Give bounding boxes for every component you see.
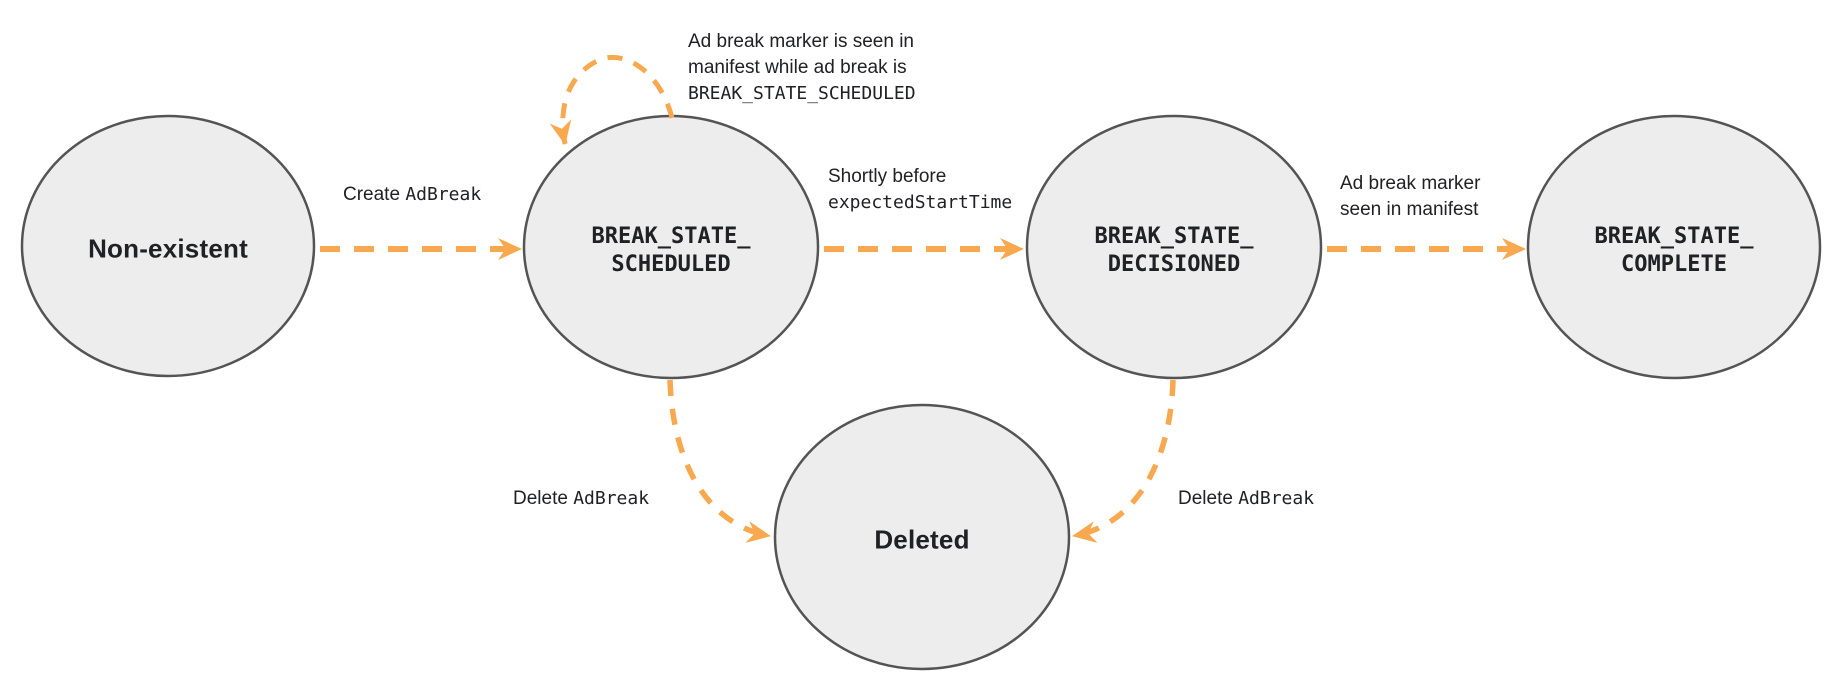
state-label-line: DECISIONED [1107, 252, 1241, 277]
edge-label-marker-seen-in-manifest: Ad break marker seen in manifest [1340, 171, 1480, 223]
edge-label-plain-text: manifest while ad break is [688, 57, 907, 78]
state-label-break-state-scheduled: BREAK_STATE_ SCHEDULED [592, 223, 751, 279]
edge-label-create-adbreak: Create AdBreak [343, 182, 481, 208]
state-label-line: SCHEDULED [611, 252, 731, 277]
edge-label-plain-text: Ad break marker [1340, 173, 1481, 194]
edge-label-code-text: expectedStartTime [828, 192, 1013, 213]
edge-label-code-text: BREAK_STATE_SCHEDULED [688, 83, 916, 104]
state-label-line: COMPLETE [1621, 252, 1727, 277]
edge-label-plain-text: Shortly before [828, 166, 947, 187]
state-circle-break-state-decisioned [1025, 114, 1323, 380]
edge-label-marker-seen-while-scheduled: Ad break marker is seen in manifest whil… [688, 29, 916, 107]
edge-label-delete-adbreak-right: Delete AdBreak [1178, 486, 1314, 512]
state-label-line: BREAK_STATE_ [1594, 224, 1754, 249]
state-label-break-state-complete: BREAK_STATE_ COMPLETE [1595, 223, 1754, 279]
edge-label-code-text: AdBreak [405, 184, 482, 205]
state-circle-non-existent [20, 114, 316, 378]
edge-label-plain-text: Delete [1178, 488, 1239, 509]
edge-label-code-text: AdBreak [573, 488, 650, 509]
state-label-deleted: Deleted [874, 525, 969, 556]
transition-arrow-self-loop-scheduled [549, 54, 675, 145]
state-label-text: Non-existent [88, 233, 248, 264]
edge-label-plain-text: Ad break marker is seen in [688, 31, 914, 52]
transition-arrow-delete-from-scheduled [667, 379, 771, 543]
state-label-line: BREAK_STATE_ [1094, 224, 1254, 249]
edge-label-plain-text: Create [343, 184, 406, 205]
edge-label-shortly-before: Shortly before expectedStartTime [828, 164, 1012, 216]
state-circle-break-state-complete [1526, 114, 1822, 380]
state-circle-deleted [773, 403, 1071, 671]
edge-label-code-text: AdBreak [1238, 488, 1315, 509]
state-label-break-state-decisioned: BREAK_STATE_ DECISIONED [1095, 223, 1254, 279]
transition-arrow-delete-from-decisioned [1072, 379, 1176, 543]
edge-label-delete-adbreak-left: Delete AdBreak [513, 486, 649, 512]
state-label-line: BREAK_STATE_ [591, 224, 751, 249]
edge-label-plain-text: seen in manifest [1340, 199, 1479, 220]
state-label-text: Deleted [874, 524, 970, 555]
state-label-non-existent: Non-existent [88, 234, 248, 265]
edge-label-plain-text: Delete [513, 488, 574, 509]
